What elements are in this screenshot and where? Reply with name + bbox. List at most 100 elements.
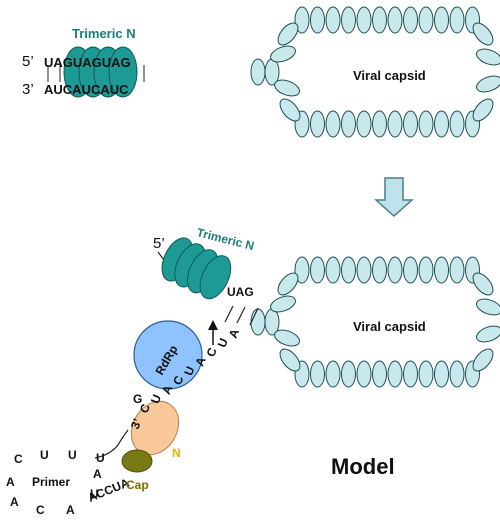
capsid-bead [356, 256, 372, 284]
five-prime-label-bottom: 5’ [153, 235, 165, 252]
capsid-bead [387, 360, 403, 388]
rna-strand-top: UAGUAGUAG [44, 55, 131, 70]
capsid-bead [403, 6, 418, 34]
capsid-bead [403, 360, 418, 388]
capsid-bead [476, 325, 500, 343]
capsid-bead [310, 360, 325, 388]
capsid-bead [434, 110, 449, 138]
capsid-bead [270, 295, 296, 313]
cap [121, 449, 153, 473]
template-base: U [215, 336, 231, 349]
primer-base: C [14, 452, 23, 466]
capsid-bead [472, 98, 494, 122]
capsid-bead [279, 98, 301, 122]
capsid-bead [341, 6, 356, 34]
capsid-bead [294, 256, 310, 284]
capsid-bead [403, 110, 418, 138]
three-prime-label-bottom: 3’ [128, 417, 145, 432]
polymerase-direction-arrow [208, 320, 218, 345]
viral-capsid-top [250, 6, 500, 138]
g-letter: G [133, 392, 142, 406]
down-arrow-icon [374, 177, 414, 218]
three-prime-label-top: 3’ [22, 81, 34, 98]
capsid-bead [387, 256, 403, 284]
capsid-bead [449, 110, 465, 138]
capsid-bead [418, 6, 434, 34]
trimeric-n-label-top: Trimeric N [72, 26, 136, 41]
capsid-bead [372, 256, 387, 284]
primer-base: U [40, 448, 49, 462]
capsid-bead [387, 110, 403, 138]
capsid-bead [403, 256, 418, 284]
capsid-bead [250, 308, 266, 336]
primer-base: U [68, 448, 77, 462]
capsid-bead [270, 45, 296, 63]
capsid-bead [472, 22, 494, 46]
trimeric-n-top [63, 46, 138, 98]
capsid-bead [476, 48, 500, 66]
primer-base: A [66, 503, 75, 517]
capsid-bead [449, 256, 465, 284]
viral-capsid-label-top: Viral capsid [353, 68, 426, 83]
capsid-bead [434, 256, 449, 284]
capsid-bead [294, 6, 310, 34]
primer-label: Primer [32, 475, 70, 489]
capsid-bead [274, 329, 300, 347]
capsid-bead [418, 110, 434, 138]
primer-base: A [10, 495, 19, 509]
template-base: A [226, 327, 242, 341]
capsid-bead [325, 256, 341, 284]
capsid-bead [372, 110, 387, 138]
capsid-bead [325, 110, 341, 138]
trimeric-n-bottom [161, 237, 232, 300]
capsid-bead [250, 58, 266, 86]
primer-base: A [93, 467, 102, 481]
capsid-bead [325, 6, 341, 34]
primer-base: U [96, 451, 105, 465]
rdrp-protein [133, 320, 203, 390]
capsid-bead [449, 360, 465, 388]
capsid-bead [277, 22, 299, 46]
capsid-bead [310, 6, 325, 34]
capsid-bead [356, 6, 372, 34]
primer-base: A [6, 475, 15, 489]
model-label: Model [331, 454, 395, 479]
capsid-bead [325, 360, 341, 388]
capsid-bead [387, 6, 403, 34]
capsid-bead [341, 360, 356, 388]
capsid-bead [372, 6, 387, 34]
capsid-bead [310, 110, 325, 138]
capsid-bead [372, 360, 387, 388]
capsid-bead [434, 360, 449, 388]
capsid-bead [274, 79, 300, 97]
capsid-bead [341, 110, 356, 138]
capsid-bead [476, 75, 500, 93]
capsid-bead [310, 256, 325, 284]
capsid-bead [449, 6, 465, 34]
rna-upper-tail-bottom: UAG [227, 285, 254, 299]
top-panel: Trimeric N 5’ 3’ UAGUAGUAG AUCAUCAUC Vir… [22, 6, 500, 138]
viral-capsid-label-bottom: Viral capsid [353, 319, 426, 334]
five-prime-label-top: 5’ [22, 53, 34, 70]
template-base: C [204, 345, 220, 359]
capsid-bead [472, 272, 494, 296]
primer-base: U [90, 487, 99, 501]
capsid-bead [277, 272, 299, 296]
capsid-bead [341, 256, 356, 284]
capsid-bead [356, 360, 372, 388]
capsid-bead [418, 360, 434, 388]
viral-capsid-bottom [250, 256, 500, 388]
capsid-bead [279, 348, 301, 372]
n-label: N [172, 446, 181, 460]
rna-strand-bottom: AUCAUCAUC [44, 82, 129, 97]
capsid-bead [356, 110, 372, 138]
cap-label: Cap [126, 478, 149, 492]
capsid-bead [476, 298, 500, 316]
capsid-bead [418, 256, 434, 284]
capsid-bead [434, 6, 449, 34]
primer-base: C [36, 503, 45, 517]
capsid-bead [472, 348, 494, 372]
